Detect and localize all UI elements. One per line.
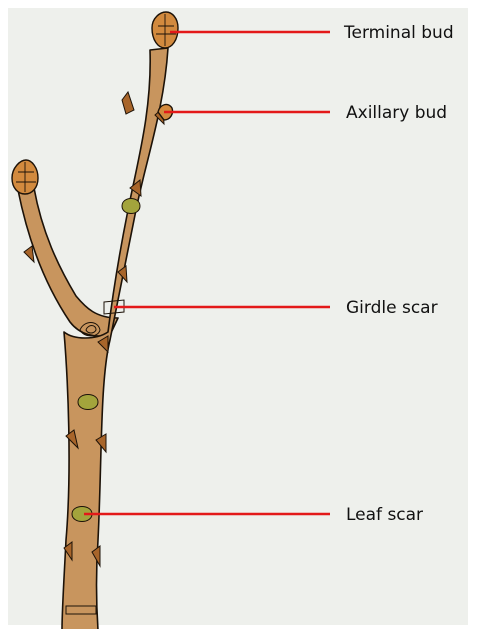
leaf-scar-mark <box>122 199 140 214</box>
leaf-scar-label: Leaf scar <box>346 505 423 525</box>
leaf-scar-mark <box>78 395 98 410</box>
axillary-bud-label: Axillary bud <box>346 103 447 123</box>
girdle-scar-label: Girdle scar <box>346 298 438 318</box>
terminal-bud-label: Terminal bud <box>343 23 454 43</box>
